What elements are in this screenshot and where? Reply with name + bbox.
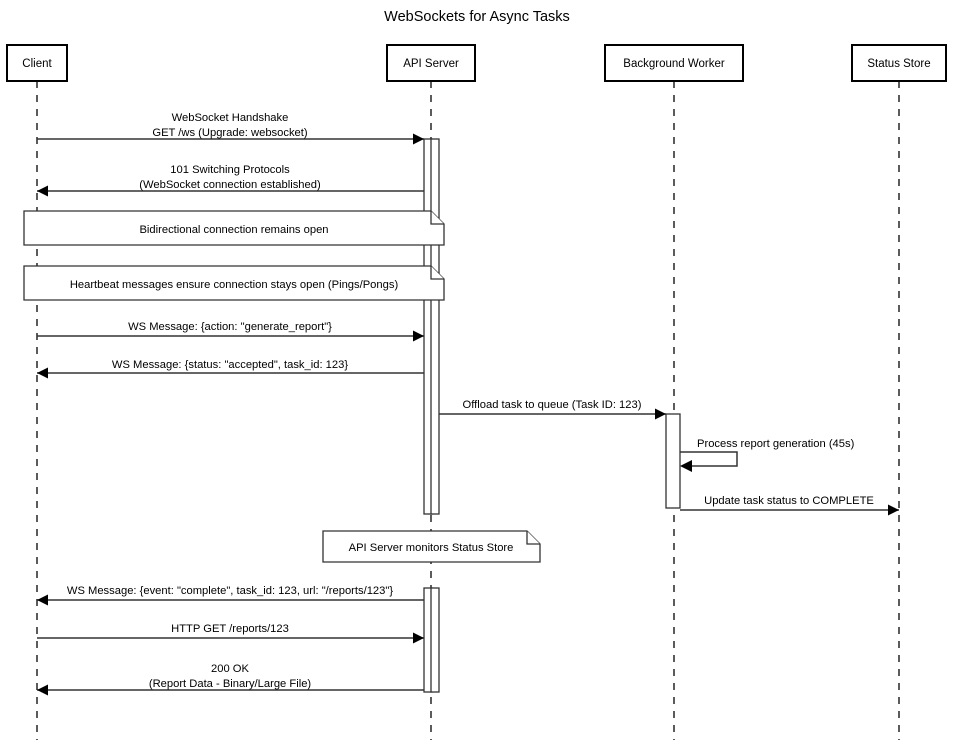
note-api-monitors-status: API Server monitors Status Store <box>322 530 541 563</box>
process-report-generation-arrowhead <box>680 460 692 472</box>
note-api-monitors-status-label: API Server monitors Status Store <box>349 542 514 554</box>
process-report-generation-label: Process report generation (45s) <box>697 438 855 450</box>
websocket-handshake-arrowhead <box>413 133 424 145</box>
message-update-task-status: Update task status to COMPLETE <box>680 495 899 516</box>
ws-generate-report-arrowhead <box>413 330 424 342</box>
message-http-200-ok: 200 OK (Report Data - Binary/Large File) <box>37 663 424 696</box>
activations-group <box>423 138 681 693</box>
message-switching-protocols: 101 Switching Protocols (WebSocket connec… <box>37 164 424 197</box>
note-bidirectional-connection-label: Bidirectional connection remains open <box>139 224 328 236</box>
message-http-get-report: HTTP GET /reports/123 <box>37 623 424 644</box>
ws-complete-event-arrowhead <box>37 594 48 606</box>
ws-generate-report-label: WS Message: {action: "generate_report"} <box>128 321 332 333</box>
participant-status[interactable]: Status Store <box>851 44 947 82</box>
participants-group: Client API Server Background Worker Status … <box>6 44 947 82</box>
switching-protocols-label: (WebSocket connection established) <box>139 179 321 191</box>
note-heartbeat-messages: Heartbeat messages ensure connection sta… <box>23 265 445 301</box>
offload-task-to-queue-arrowhead <box>655 408 666 420</box>
participant-label-api: API Server <box>403 58 459 70</box>
note-bidirectional-connection: Bidirectional connection remains open <box>23 210 445 246</box>
worker-activation <box>665 413 681 509</box>
process-report-generation-line <box>680 451 738 467</box>
participant-label-status: Status Store <box>867 58 930 70</box>
ws-accepted-arrowhead <box>37 367 48 379</box>
api-activation-inner <box>430 138 440 515</box>
message-ws-accepted: WS Message: {status: "accepted", task_id… <box>37 359 424 379</box>
message-ws-generate-report: WS Message: {action: "generate_report"} <box>37 321 424 342</box>
message-ws-complete-event: WS Message: {event: "complete", task_id:… <box>37 585 424 606</box>
offload-task-to-queue-label: Offload task to queue (Task ID: 123) <box>463 399 642 411</box>
note-api-monitors-status-fold <box>526 531 540 545</box>
participant-worker[interactable]: Background Worker <box>604 44 744 82</box>
note-bidirectional-connection-fold <box>430 211 444 225</box>
http-get-report-label: HTTP GET /reports/123 <box>171 623 289 635</box>
note-heartbeat-messages-fold <box>430 266 444 280</box>
participant-box-worker[interactable] <box>604 44 744 82</box>
switching-protocols-label: 101 Switching Protocols <box>170 164 290 176</box>
diagram-title: WebSockets for Async Tasks <box>384 9 570 25</box>
self-messages-group: Process report generation (45s) <box>680 438 855 472</box>
update-task-status-arrowhead <box>888 504 899 516</box>
participant-box-status[interactable] <box>851 44 947 82</box>
ws-accepted-label: WS Message: {status: "accepted", task_id… <box>112 359 348 371</box>
participant-label-client: Client <box>22 58 52 70</box>
participant-api[interactable]: API Server <box>386 44 476 82</box>
note-heartbeat-messages-label: Heartbeat messages ensure connection sta… <box>70 279 399 291</box>
http-get-report-arrowhead <box>413 632 424 644</box>
http-200-ok-arrowhead <box>37 684 48 696</box>
message-offload-task-to-queue: Offload task to queue (Task ID: 123) <box>439 399 666 420</box>
api-activation-lower-inner <box>430 587 440 693</box>
participant-box-client[interactable] <box>6 44 68 82</box>
update-task-status-label: Update task status to COMPLETE <box>704 495 874 507</box>
notes-group: Bidirectional connection remains openHea… <box>23 210 541 563</box>
note-bidirectional-connection-body <box>23 210 445 246</box>
ws-complete-event-label: WS Message: {event: "complete", task_id:… <box>67 585 393 597</box>
note-api-monitors-status-body <box>322 530 541 563</box>
participant-client[interactable]: Client <box>6 44 68 82</box>
note-heartbeat-messages-body <box>23 265 445 301</box>
websocket-handshake-label: WebSocket Handshake <box>172 112 289 124</box>
participant-label-worker: Background Worker <box>623 58 725 70</box>
websocket-handshake-label: GET /ws (Upgrade: websocket) <box>152 127 308 139</box>
http-200-ok-label: 200 OK <box>211 663 249 675</box>
switching-protocols-arrowhead <box>37 185 48 197</box>
self-message-process-report-generation: Process report generation (45s) <box>680 438 855 472</box>
http-200-ok-label: (Report Data - Binary/Large File) <box>149 678 312 690</box>
participant-box-api[interactable] <box>386 44 476 82</box>
